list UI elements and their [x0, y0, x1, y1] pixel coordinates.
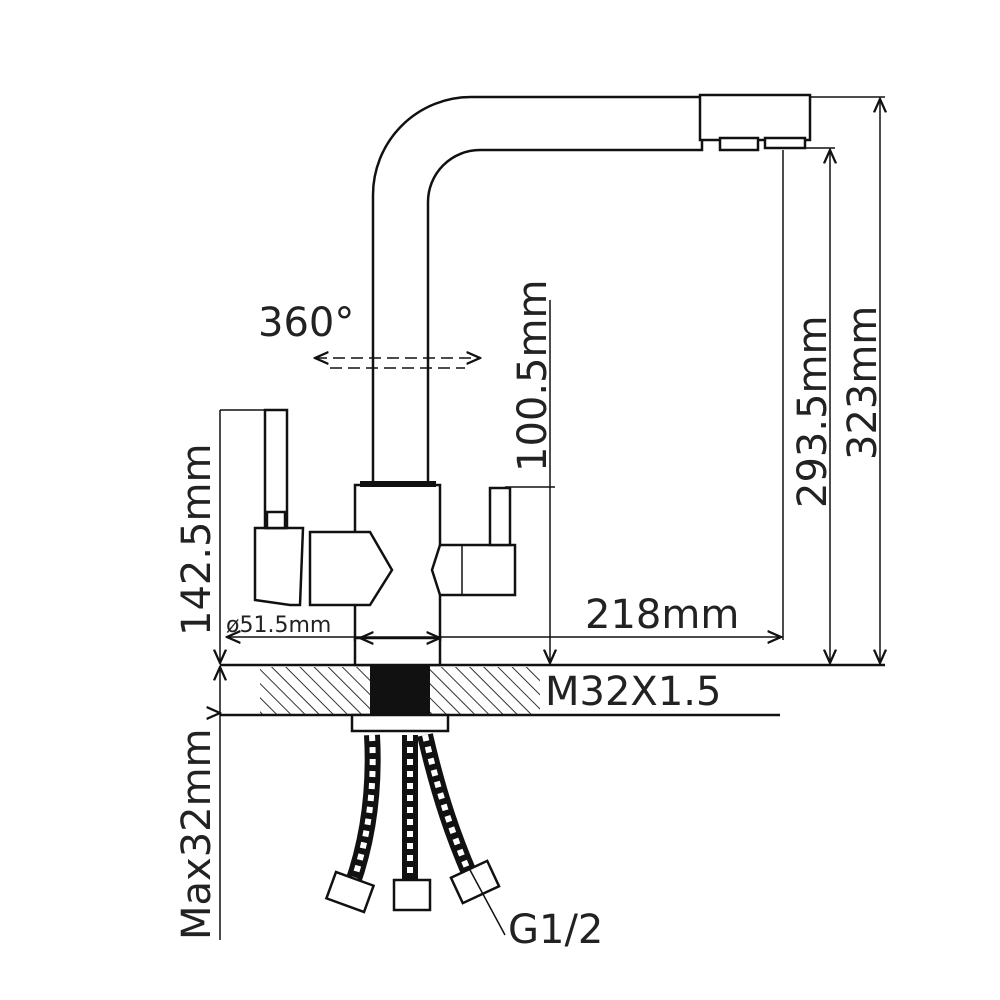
spout: [371, 95, 704, 489]
aerator: [763, 136, 807, 150]
hose-nut: [392, 878, 432, 912]
hose-connection-label: G1/2: [508, 907, 603, 953]
left-lever: [263, 408, 289, 530]
handle-height-label: 142.5mm: [174, 444, 220, 636]
base-diameter-label: ø51.5mm: [226, 613, 331, 638]
max-counter-thickness-label: Max32mm: [174, 728, 220, 940]
rotation-label: 360°: [258, 300, 354, 346]
dimension-lines: [220, 96, 885, 940]
rotation-arrow-icon: [315, 358, 480, 369]
base: [353, 636, 442, 667]
left-valve: [308, 530, 394, 607]
hoses: [324, 733, 501, 914]
spout-outlet-height-label: 293.5mm: [790, 316, 836, 508]
aerator: [718, 136, 760, 152]
mounting-shank: [370, 665, 430, 720]
mount-nut: [350, 713, 450, 733]
lever-height-label: 100.5mm: [510, 280, 556, 472]
hose-nut: [449, 859, 501, 905]
total-height-label: 323mm: [840, 306, 886, 460]
body-ring: [360, 481, 436, 487]
thread-label: M32X1.5: [545, 669, 721, 715]
spout-reach-label: 218mm: [585, 592, 739, 638]
right-valve: [430, 543, 517, 597]
right-lever: [488, 486, 512, 547]
left-handle: [253, 526, 305, 607]
left-lever-neck: [265, 510, 287, 530]
hose-nut: [324, 870, 376, 914]
spout-head: [698, 93, 812, 142]
